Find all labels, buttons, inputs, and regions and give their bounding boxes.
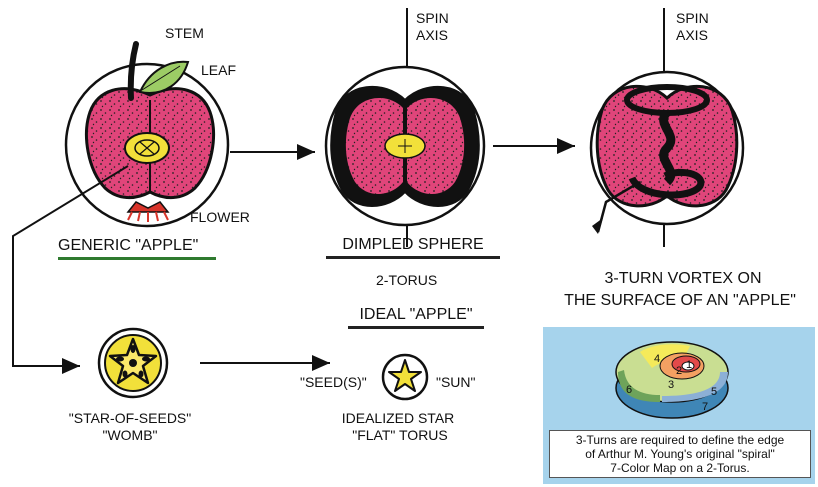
generic-apple-title: GENERIC "APPLE" [58, 237, 216, 260]
star-of-seeds-label: "STAR-OF-SEEDS" [69, 410, 191, 426]
dimpled-sphere [326, 8, 484, 247]
region-number-3: 3 [668, 377, 674, 393]
sphere-spin-label-1: SPIN [416, 10, 449, 26]
region-number-6: 6 [626, 382, 632, 398]
sun-label: "SUN" [436, 374, 476, 390]
stem-label: STEM [165, 25, 204, 41]
region-number-5: 5 [711, 384, 717, 400]
vortex-spin-label-2: AXIS [676, 27, 708, 43]
star-of-seeds [99, 329, 167, 397]
ideal-apple-label: IDEAL "APPLE" [348, 306, 484, 329]
sphere-spin-label-2: AXIS [416, 27, 448, 43]
torus-subtitle: 2-TORUS [376, 272, 437, 288]
flat-torus-caption: "FLAT" TORUS [352, 427, 448, 443]
color-map-caption: 3-Turns are required to define the edge … [549, 430, 811, 478]
region-number-4: 4 [654, 351, 660, 367]
womb-label: "WOMB" [102, 427, 157, 443]
idealized-star-caption: IDEALIZED STAR [342, 410, 455, 426]
vortex-title-line-1: 3-TURN VORTEX ON [604, 270, 761, 288]
caption-line-3: 7-Color Map on a 2-Torus. [551, 461, 809, 475]
caption-line-1: 3-Turns are required to define the edge [551, 433, 809, 447]
region-number-7: 7 [702, 399, 708, 415]
region-number-2: 2 [676, 363, 682, 379]
seeds-label: "SEED(S)" [300, 374, 367, 390]
vortex-title-line-2: THE SURFACE OF AN "APPLE" [564, 292, 796, 310]
leaf-label: LEAF [201, 62, 236, 78]
vortex-apple [591, 8, 743, 247]
vortex-spin-label-1: SPIN [676, 10, 709, 26]
flower-label: FLOWER [190, 209, 250, 225]
ideal-star [383, 355, 427, 399]
caption-line-2: of Arthur M. Young's original "spiral" [551, 447, 809, 461]
dimpled-sphere-title: DIMPLED SPHERE [326, 236, 500, 259]
region-number-1: 1 [686, 357, 692, 373]
